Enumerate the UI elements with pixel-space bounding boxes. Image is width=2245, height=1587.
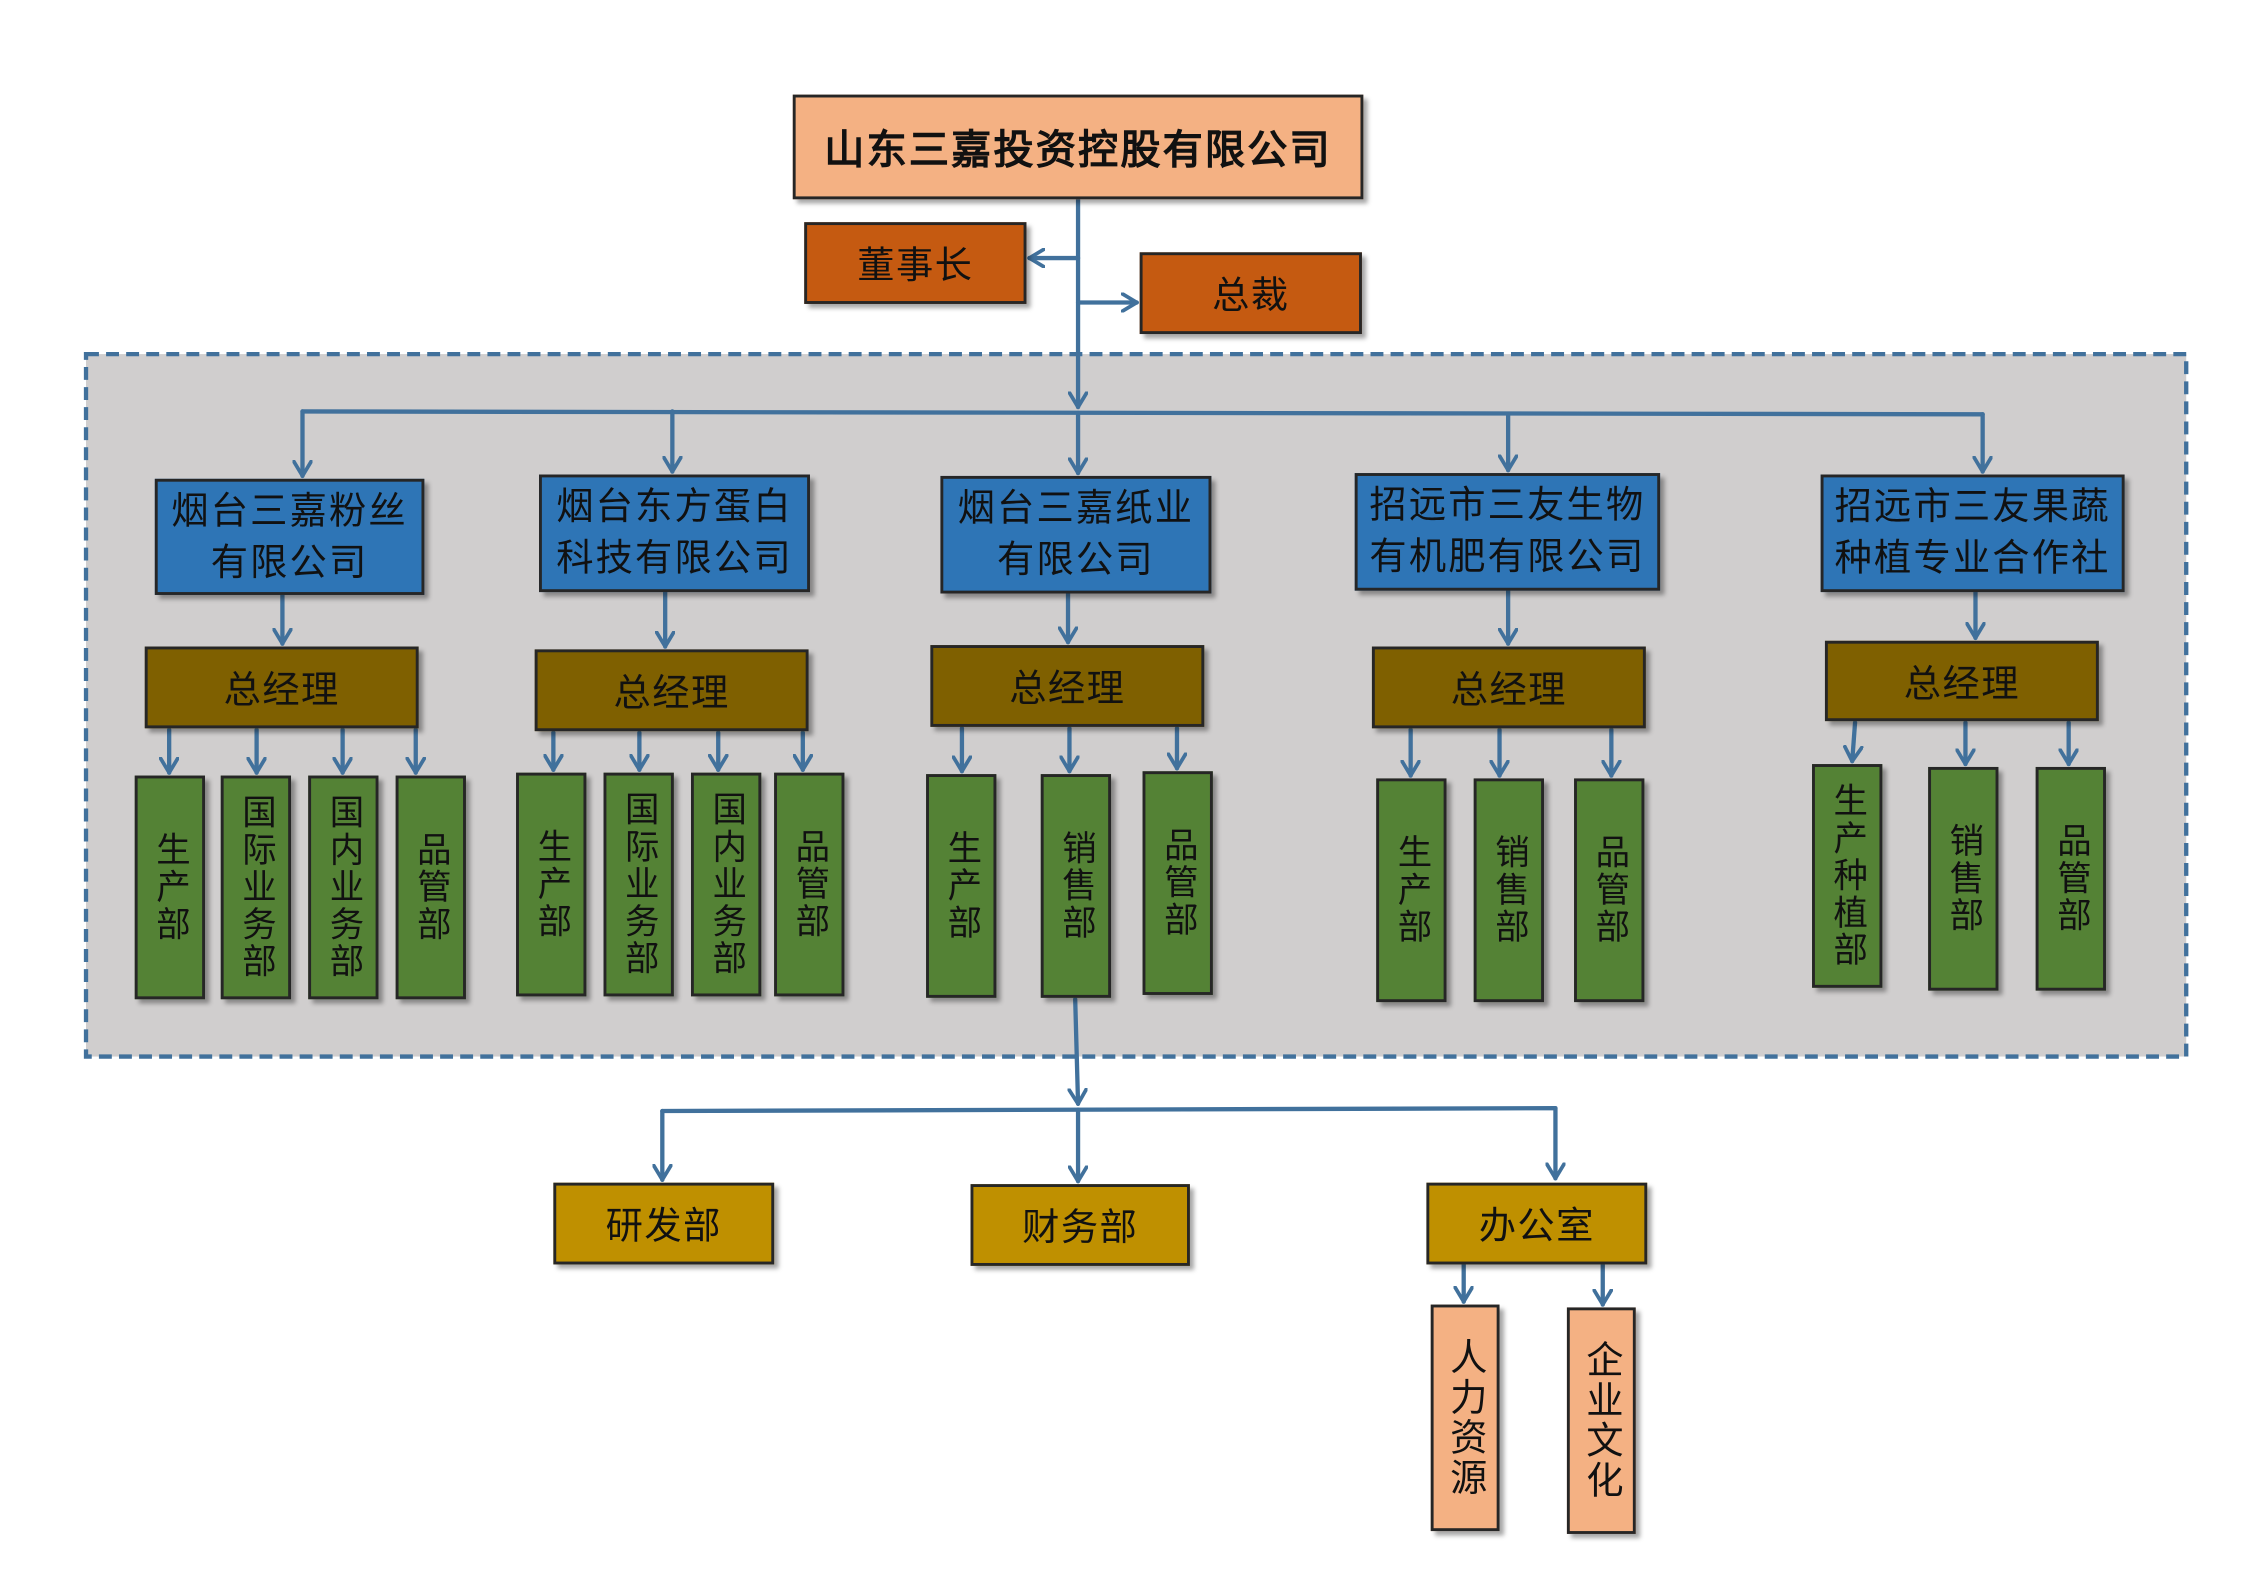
production-department: 生产部 xyxy=(516,772,587,997)
holding-company-name: 山东三嘉投资控股有限公司 xyxy=(824,125,1332,173)
sales-department: 销售部 xyxy=(1928,766,1999,991)
general-manager-box: 总经理 xyxy=(1371,646,1646,729)
department-label: 国内业务部 xyxy=(323,794,364,981)
office-unit-label: 人力资源 xyxy=(1443,1337,1487,1499)
group-department-label: 研发部 xyxy=(605,1205,722,1249)
quality-control-department: 品管部 xyxy=(774,772,845,997)
connector-subsidiary-bus xyxy=(300,409,1985,417)
rd-department: 研发部 xyxy=(553,1182,775,1265)
subsidiary-zhaoyuan-sanyou-fruit-veg-coop: 招远市三友果蔬 种植专业合作社 xyxy=(1820,474,2125,593)
general-manager-label: 总经理 xyxy=(613,672,730,716)
office-unit-label: 企业文化 xyxy=(1579,1340,1623,1501)
president-box: 总裁 xyxy=(1139,252,1362,335)
production-department: 生产部 xyxy=(926,774,997,998)
sales-department: 销售部 xyxy=(1040,774,1112,998)
subsidiary-yantai-sanjia-paper: 烟台三嘉纸业 有限公司 xyxy=(940,475,1212,594)
subsidiary-name-line: 有限公司 xyxy=(997,539,1155,583)
connector-group-trunk xyxy=(1075,997,1078,1107)
holding-company-box: 山东三嘉投资控股有限公司 xyxy=(792,94,1364,200)
general-manager-label: 总经理 xyxy=(1450,669,1567,713)
subsidiary-name-line: 科技有限公司 xyxy=(556,537,793,581)
president-label: 总裁 xyxy=(1212,275,1290,319)
department-label: 生产部 xyxy=(1391,834,1432,947)
department-label: 销售部 xyxy=(1943,822,1984,935)
domestic-business-department: 国内业务部 xyxy=(690,772,762,997)
human-resources-unit: 人力资源 xyxy=(1430,1304,1500,1532)
general-manager-box: 总经理 xyxy=(144,646,419,729)
general-manager-box: 总经理 xyxy=(1824,640,2099,722)
production-planting-department: 生产种植部 xyxy=(1812,764,1883,988)
department-label: 生产部 xyxy=(149,831,190,944)
group-department-label: 办公室 xyxy=(1478,1205,1595,1249)
group-department-label: 财务部 xyxy=(1022,1207,1139,1251)
general-manager-label: 总经理 xyxy=(1903,663,2020,707)
general-manager-box: 总经理 xyxy=(930,645,1205,727)
department-label: 生产种植部 xyxy=(1827,782,1868,970)
general-manager-label: 总经理 xyxy=(1009,668,1126,712)
general-manager-box: 总经理 xyxy=(534,649,809,732)
international-business-department: 国际业务部 xyxy=(220,775,292,1000)
department-label: 国内业务部 xyxy=(706,791,747,978)
domestic-business-department: 国内业务部 xyxy=(308,775,379,1000)
department-label: 销售部 xyxy=(1488,834,1529,947)
subsidiary-name-line: 有机肥有限公司 xyxy=(1369,536,1646,580)
subsidiary-name-line: 招远市三友生物 xyxy=(1369,484,1646,528)
quality-control-department: 品管部 xyxy=(1574,778,1645,1003)
quality-control-department: 品管部 xyxy=(2035,766,2106,991)
subsidiary-name-line: 有限公司 xyxy=(210,541,369,585)
production-department: 生产部 xyxy=(134,775,206,1000)
quality-control-department: 品管部 xyxy=(1142,771,1213,995)
subsidiary-zhaoyuan-sanyou-bio-fertilizer: 招远市三友生物 有机肥有限公司 xyxy=(1354,473,1661,591)
subsidiary-yantai-dongfang-protein: 烟台东方蛋白 科技有限公司 xyxy=(539,474,810,593)
general-manager-label: 总经理 xyxy=(223,669,340,713)
subsidiary-name-line: 种植专业合作社 xyxy=(1834,537,2111,581)
subsidiary-name-line: 烟台三嘉纸业 xyxy=(957,487,1195,531)
subsidiary-name-line: 烟台三嘉粉丝 xyxy=(171,489,408,533)
subsidiary-yantai-sanjia-vermicelli: 烟台三嘉粉丝 有限公司 xyxy=(154,478,425,595)
subsidiary-name-line: 烟台东方蛋白 xyxy=(556,485,793,529)
department-label: 销售部 xyxy=(1055,830,1096,942)
department-label: 品管部 xyxy=(1157,827,1198,940)
production-department: 生产部 xyxy=(1376,778,1447,1003)
department-label: 品管部 xyxy=(2050,822,2091,935)
sales-department: 销售部 xyxy=(1473,778,1544,1003)
department-label: 品管部 xyxy=(1589,834,1630,947)
department-label: 生产部 xyxy=(941,830,982,942)
finance-department: 财务部 xyxy=(970,1184,1190,1266)
quality-control-department: 品管部 xyxy=(395,775,466,1000)
arrow-to-department xyxy=(1852,720,1855,764)
international-business-department: 国际业务部 xyxy=(603,772,674,997)
connector-group-bus xyxy=(660,1106,1558,1114)
chairman-box: 董事长 xyxy=(804,222,1027,304)
subsidiary-name-line: 招远市三友果蔬 xyxy=(1834,485,2111,529)
corporate-culture-unit: 企业文化 xyxy=(1566,1307,1636,1534)
department-label: 品管部 xyxy=(789,828,830,941)
office-department: 办公室 xyxy=(1426,1182,1648,1265)
chairman-label: 董事长 xyxy=(857,245,974,289)
department-label: 国际业务部 xyxy=(618,791,659,978)
department-label: 品管部 xyxy=(410,831,451,944)
department-label: 国际业务部 xyxy=(235,794,276,981)
department-label: 生产部 xyxy=(531,828,572,941)
